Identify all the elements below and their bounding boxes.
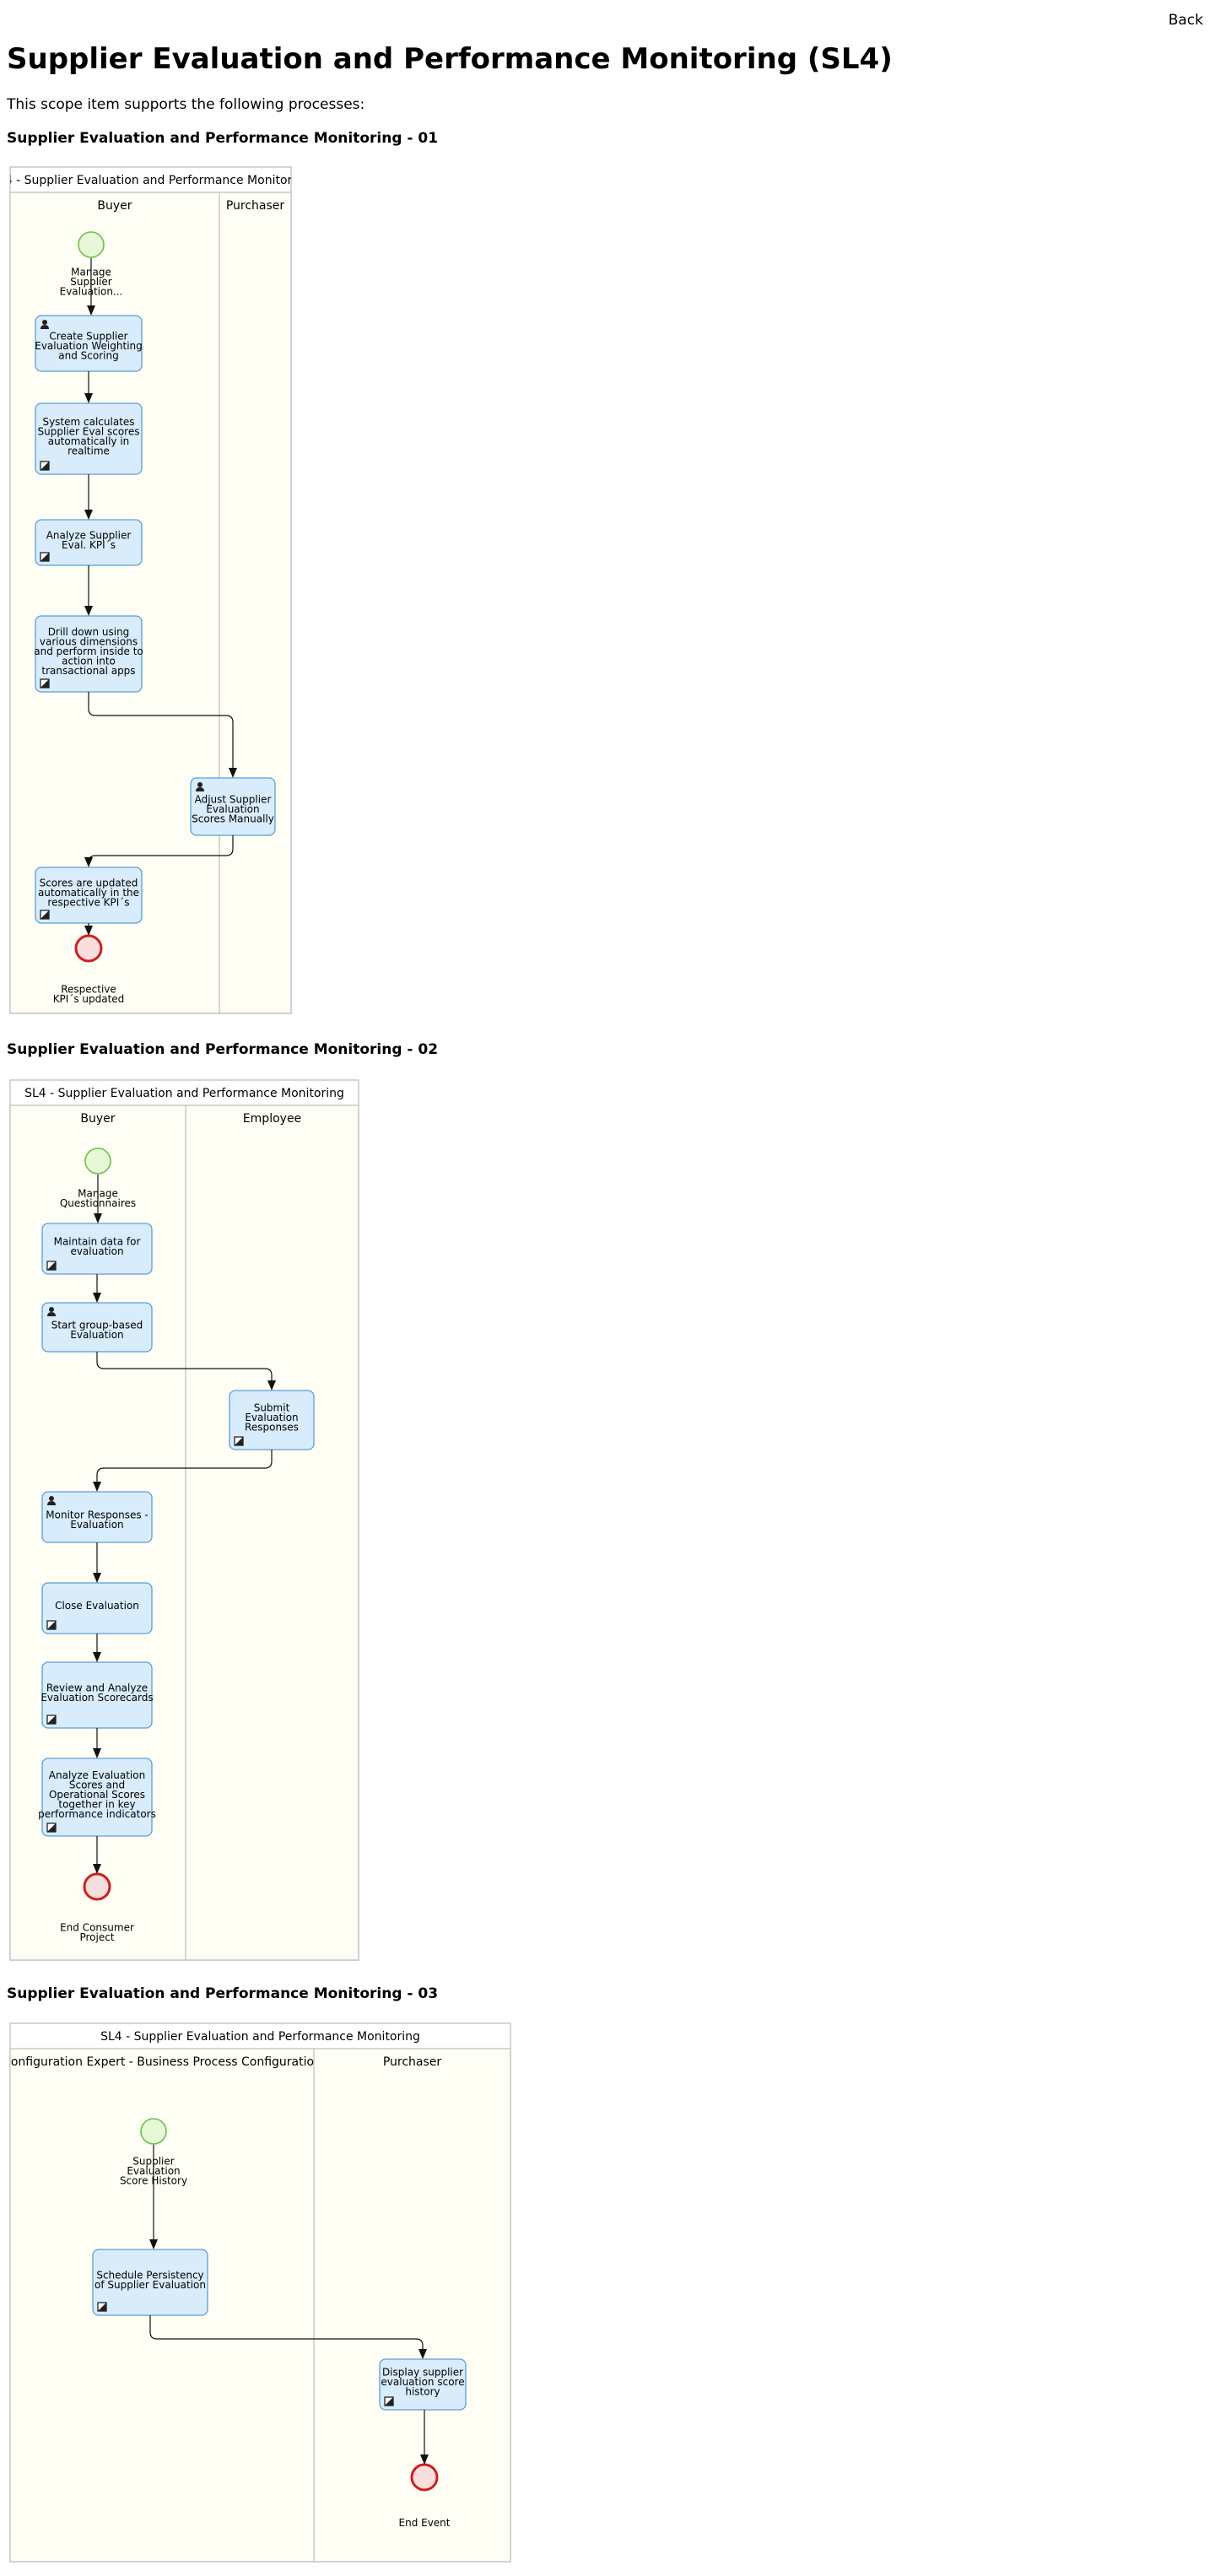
task-label: Close Evaluation <box>55 1600 139 1612</box>
process-diagram-01: SL4 - Supplier Evaluation and Performanc… <box>8 166 295 1014</box>
arrow-head <box>418 2349 427 2359</box>
intro-text: This scope item supports the following p… <box>7 96 365 113</box>
task-label: Monitor Responses -Evaluation <box>46 1509 148 1531</box>
section-title-01: Supplier Evaluation and Performance Moni… <box>7 130 439 147</box>
lane-title-1: Configuration Expert - Business Process … <box>8 2055 321 2069</box>
screen-fill-icon <box>47 1823 56 1832</box>
pool-title: SL4 - Supplier Evaluation and Performanc… <box>100 2030 420 2044</box>
arrow-head <box>229 768 237 778</box>
process-diagram-03: SL4 - Supplier Evaluation and Performanc… <box>8 2022 511 2562</box>
lane-title-2: Purchaser <box>383 2055 442 2069</box>
end-event-label: End Event <box>399 2517 451 2529</box>
arrow-head <box>420 2454 429 2465</box>
task-box: Monitor Responses -Evaluation <box>41 1491 153 1543</box>
arrow-head <box>84 606 93 616</box>
back-link[interactable]: Back <box>1168 12 1203 29</box>
task-box: Close Evaluation <box>41 1582 153 1634</box>
lane-title-1: Buyer <box>97 199 132 213</box>
process-diagram-02: SL4 - Supplier Evaluation and Performanc… <box>9 1079 359 1961</box>
lane-title-2: Purchaser <box>226 199 285 213</box>
pool-title: SL4 - Supplier Evaluation and Performanc… <box>8 174 295 187</box>
sequence-flow <box>96 1352 273 1381</box>
user-body-icon <box>47 1312 56 1316</box>
arrow-head <box>93 1482 101 1492</box>
section-title-02: Supplier Evaluation and Performance Moni… <box>7 1041 439 1058</box>
sequence-flow <box>149 2315 424 2350</box>
section-title-03: Supplier Evaluation and Performance Moni… <box>7 1985 439 2002</box>
lane-title-2: Employee <box>243 1112 301 1126</box>
user-icon <box>49 1496 54 1501</box>
user-body-icon <box>40 325 49 329</box>
start-event <box>84 1148 111 1175</box>
arrow-head <box>93 1748 101 1758</box>
start-event <box>78 231 105 258</box>
pool-title: SL4 - Supplier Evaluation and Performanc… <box>24 1087 344 1100</box>
arrow-head <box>87 305 95 316</box>
screen-fill-icon <box>47 1715 56 1724</box>
user-body-icon <box>47 1501 56 1505</box>
screen-fill-icon <box>40 462 49 470</box>
arrow-head <box>93 1652 101 1662</box>
arrow-head <box>94 1213 102 1223</box>
arrow-head <box>93 1864 101 1874</box>
arrow-head <box>267 1380 276 1391</box>
screen-fill-icon <box>385 2397 393 2406</box>
screen-fill-icon <box>47 1621 56 1629</box>
page-title: Supplier Evaluation and Performance Moni… <box>7 42 893 76</box>
end-event <box>83 1872 111 1901</box>
screen-fill-icon <box>40 553 49 561</box>
arrow-head <box>84 510 93 520</box>
arrow-head <box>84 393 93 403</box>
start-event <box>140 2118 167 2145</box>
user-icon <box>197 782 202 787</box>
screen-fill-icon <box>235 1437 243 1445</box>
end-event <box>74 934 103 963</box>
user-icon <box>49 1307 54 1312</box>
arrow-head <box>93 1573 101 1583</box>
arrow-head <box>149 2239 158 2249</box>
screen-fill-icon <box>40 679 49 688</box>
user-body-icon <box>196 787 204 791</box>
screen-fill-icon <box>98 2303 106 2311</box>
screen-fill-icon <box>40 910 49 919</box>
sequence-flow <box>88 692 234 769</box>
end-event <box>410 2463 439 2492</box>
arrow-head <box>84 857 93 867</box>
arrow-head <box>93 1293 101 1303</box>
arrow-head <box>84 926 93 936</box>
sequence-flow <box>96 1450 273 1482</box>
user-icon <box>42 320 47 325</box>
screen-fill-icon <box>47 1261 56 1270</box>
lane-title-1: Buyer <box>80 1112 115 1126</box>
